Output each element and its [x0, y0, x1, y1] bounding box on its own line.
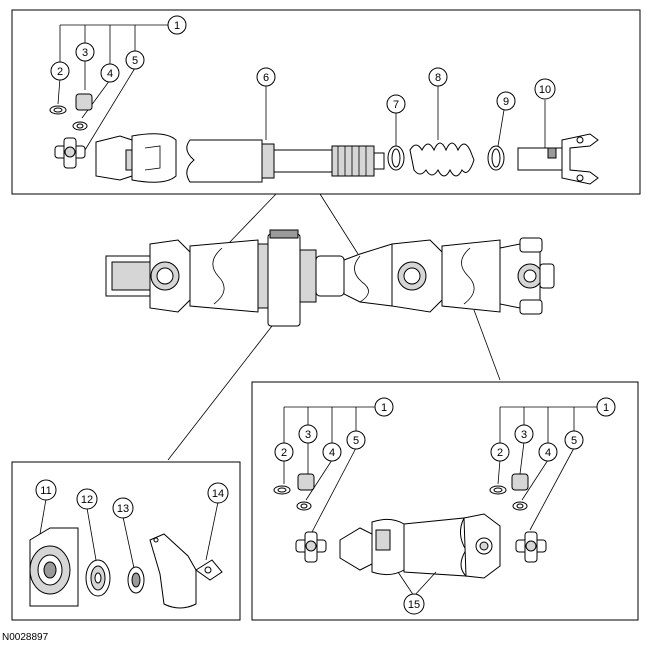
leader-13: [122, 516, 135, 569]
callout-tree-top: [57, 24, 168, 151]
leader-12: [86, 507, 97, 561]
callout-11: 11: [35, 479, 57, 501]
callout-4-rear-left: 4: [322, 442, 342, 462]
callout-12: 12: [76, 488, 98, 510]
svg-text:3: 3: [305, 429, 311, 441]
svg-text:4: 4: [107, 68, 113, 80]
svg-text:7: 7: [393, 99, 399, 111]
slip-yoke-top: [95, 133, 177, 183]
svg-text:5: 5: [571, 435, 577, 447]
callout-14: 14: [207, 482, 229, 504]
bracket-14: [149, 533, 223, 609]
rear-shaft-section-15: [339, 513, 501, 579]
clamp-9: [487, 145, 505, 171]
connector-top-right: [319, 193, 359, 255]
svg-text:12: 12: [81, 494, 93, 506]
connector-bearing: [167, 325, 273, 461]
callout-1-rear-right: 1: [596, 397, 616, 417]
svg-text:13: 13: [117, 503, 129, 515]
leader-15b: [413, 571, 437, 597]
svg-text:2: 2: [497, 447, 503, 459]
svg-text:14: 14: [212, 488, 224, 500]
callout-15: 15: [403, 593, 425, 615]
callout-9: 9: [496, 91, 516, 111]
svg-text:2: 2: [57, 66, 63, 78]
driveshaft-tube-top: [186, 139, 385, 183]
svg-text:9: 9: [503, 96, 509, 108]
svg-text:10: 10: [539, 84, 551, 96]
callout-2-rear-left: 2: [274, 442, 294, 462]
leader-9: [497, 109, 505, 147]
universal-joint-cross-top: [54, 137, 86, 169]
svg-text:6: 6: [263, 72, 269, 84]
leader-14: [205, 501, 219, 561]
callout-6: 6: [256, 67, 276, 87]
callout-1-top: 1: [167, 15, 187, 35]
callout-4-rear-right: 4: [538, 442, 558, 462]
universal-joint-cross-rear-right: [515, 531, 547, 563]
svg-text:1: 1: [174, 20, 180, 32]
bearing-12: [85, 559, 111, 597]
assembled-driveshaft: [105, 229, 555, 327]
callout-5-rear-left: 5: [346, 430, 366, 450]
callout-2-top: 2: [50, 61, 70, 81]
svg-text:2: 2: [281, 447, 287, 459]
callout-3-rear-right: 3: [514, 424, 534, 444]
callout-10: 10: [534, 78, 556, 100]
svg-text:15: 15: [408, 599, 420, 611]
callout-8: 8: [428, 67, 448, 87]
seal-13: [127, 566, 145, 594]
stub-yoke-10: [517, 133, 599, 185]
svg-text:4: 4: [545, 447, 551, 459]
svg-text:1: 1: [381, 402, 387, 414]
svg-text:5: 5: [353, 435, 359, 447]
svg-text:4: 4: [329, 447, 335, 459]
small-parts-rear-right: [489, 473, 529, 511]
connector-top-left: [227, 193, 277, 245]
leader-11: [39, 498, 47, 535]
figure-code: N0028897: [2, 632, 49, 643]
clamp-7: [387, 145, 405, 171]
callout-1-rear-left: 1: [374, 397, 394, 417]
callout-3-rear-left: 3: [298, 424, 318, 444]
connector-rear: [473, 309, 501, 381]
small-parts-rear-left: [273, 473, 315, 511]
bearing-bracket-11: [29, 527, 79, 607]
svg-text:3: 3: [521, 429, 527, 441]
svg-text:11: 11: [40, 485, 51, 497]
callout-2-rear-right: 2: [490, 442, 510, 462]
universal-joint-cross-rear-left: [295, 531, 327, 563]
callout-tree-rear-left: [283, 406, 376, 533]
callout-5-rear-right: 5: [564, 430, 584, 450]
svg-text:3: 3: [82, 47, 88, 59]
boot-8: [409, 142, 475, 177]
rear-detail-panel: [251, 381, 639, 621]
callout-tree-rear-right: [497, 406, 598, 531]
svg-text:8: 8: [435, 72, 441, 84]
callout-3-top: 3: [75, 42, 95, 62]
svg-text:5: 5: [132, 55, 138, 67]
callout-4-top: 4: [100, 63, 120, 83]
callout-7: 7: [386, 94, 406, 114]
small-parts-top: [49, 93, 93, 131]
svg-text:1: 1: [603, 402, 609, 414]
leader-15a: [397, 571, 415, 597]
callout-13: 13: [112, 497, 134, 519]
callout-5-top: 5: [125, 50, 145, 70]
